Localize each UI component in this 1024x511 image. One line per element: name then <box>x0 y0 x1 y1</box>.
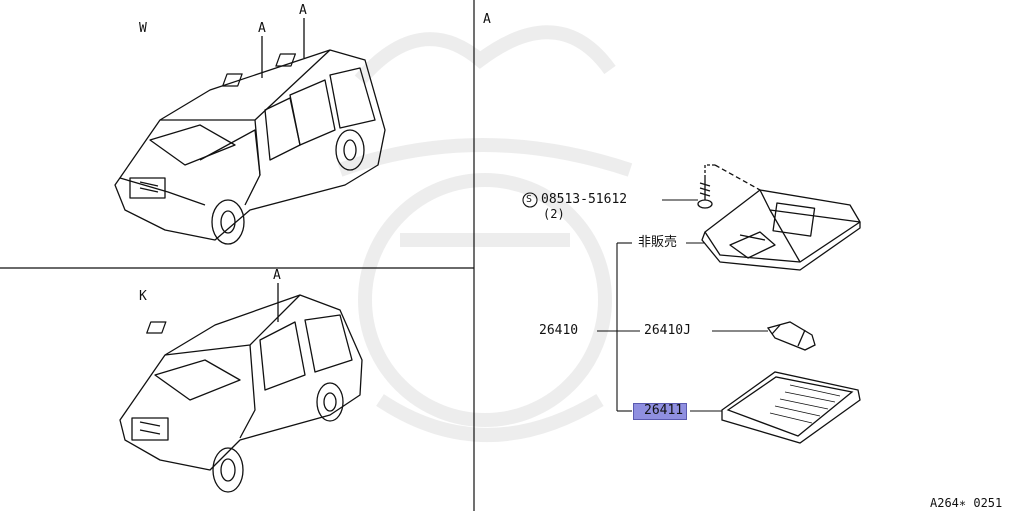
panel-k-marker-a: A <box>273 268 281 283</box>
room-lamp-housing <box>701 189 861 271</box>
watermark-emblem <box>337 25 633 442</box>
bulb-icon <box>766 321 816 351</box>
screw-symbol-circle <box>522 192 538 208</box>
panel-w-marker-a1: A <box>258 21 266 36</box>
panel-k-label: K <box>139 289 147 304</box>
lens-part-number[interactable]: 26411 <box>644 403 684 418</box>
not-for-sale-label: 非販売 <box>638 235 678 250</box>
screw-quantity: (2) <box>543 207 565 221</box>
vehicle-4door-illustration <box>114 18 386 245</box>
footer-diagram-code: A264∗ 0251 <box>930 496 1003 510</box>
panel-w-marker-a2: A <box>299 3 307 18</box>
screw-part-number: 08513-51612 <box>541 192 628 207</box>
screw-icon <box>697 164 761 209</box>
assembly-part-number: 26410 <box>539 323 579 338</box>
panel-a-label: A <box>483 12 491 27</box>
panel-w-label: W <box>139 21 147 36</box>
leader-lines <box>597 199 768 412</box>
screw-circle-letter: S <box>526 194 533 205</box>
vehicle-2door-illustration <box>119 283 363 493</box>
lens-icon <box>721 371 861 444</box>
bulb-part-number: 26410J <box>644 323 691 338</box>
lens-part-highlight[interactable] <box>633 403 687 420</box>
